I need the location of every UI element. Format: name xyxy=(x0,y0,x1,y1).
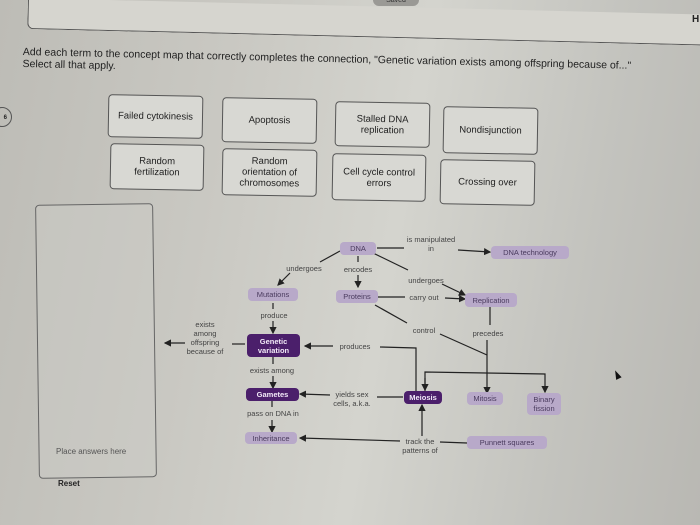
label-carry-out: carry out xyxy=(409,293,439,302)
label-undergoes-left: undergoes xyxy=(286,264,322,273)
connector-carry-replication xyxy=(444,295,467,303)
label-exists-among-offspring: exists among offspring because of xyxy=(186,320,224,356)
connector-yields-gametes xyxy=(298,390,331,398)
label-yields-sex-cells: yields sex cells, a.k.a. xyxy=(333,390,371,408)
label-control: control xyxy=(412,326,436,335)
connector-manipulated-tech xyxy=(457,248,492,256)
corner-letter: H xyxy=(692,14,700,25)
label-pass-on-dna-in: pass on DNA in xyxy=(247,409,299,418)
connector-track-inheritance xyxy=(298,434,401,442)
connector-punnett-track xyxy=(439,441,468,444)
label-undergoes-right: undergoes xyxy=(408,276,444,285)
connector-dna-undergoes-right xyxy=(372,252,409,271)
connector-undergoes-replication xyxy=(441,283,467,296)
connector-control-branch xyxy=(439,333,488,356)
node-mutations: Mutations xyxy=(248,288,298,301)
connector-proteins-control xyxy=(374,304,408,324)
label-encodes: encodes xyxy=(343,265,373,274)
node-replication: Replication xyxy=(465,293,517,307)
saved-indicator: Saved xyxy=(373,0,419,6)
label-track-the-patterns-of: track the patterns of xyxy=(402,437,438,455)
node-binary-fission: Binary fission xyxy=(527,393,561,415)
node-genetic-variation: Genetic variation xyxy=(247,334,300,357)
connector-dna-undergoes xyxy=(319,250,341,263)
connector-meiosis-produces xyxy=(379,346,417,393)
label-is-manipulated-in: is manipulated in xyxy=(406,235,456,253)
dropzone-placeholder: Place answers here xyxy=(56,447,127,456)
node-mitosis: Mitosis xyxy=(467,392,503,405)
label-produces: produces xyxy=(339,342,371,351)
node-gametes: Gametes xyxy=(246,388,299,401)
node-meiosis: Meiosis xyxy=(404,391,442,404)
reset-button[interactable]: Reset xyxy=(58,479,80,488)
node-inheritance: Inheritance xyxy=(245,432,297,444)
label-exists-among: exists among xyxy=(249,366,295,375)
node-dna: DNA xyxy=(340,242,376,255)
node-dna-technology: DNA technology xyxy=(491,246,569,259)
label-produce: produce xyxy=(260,311,288,320)
connector-undergoes-mutations xyxy=(277,272,291,286)
node-punnett-squares: Punnett squares xyxy=(467,436,547,449)
node-proteins: Proteins xyxy=(336,290,378,303)
label-precedes: precedes xyxy=(472,329,504,338)
connector-branch-binary xyxy=(424,371,549,394)
